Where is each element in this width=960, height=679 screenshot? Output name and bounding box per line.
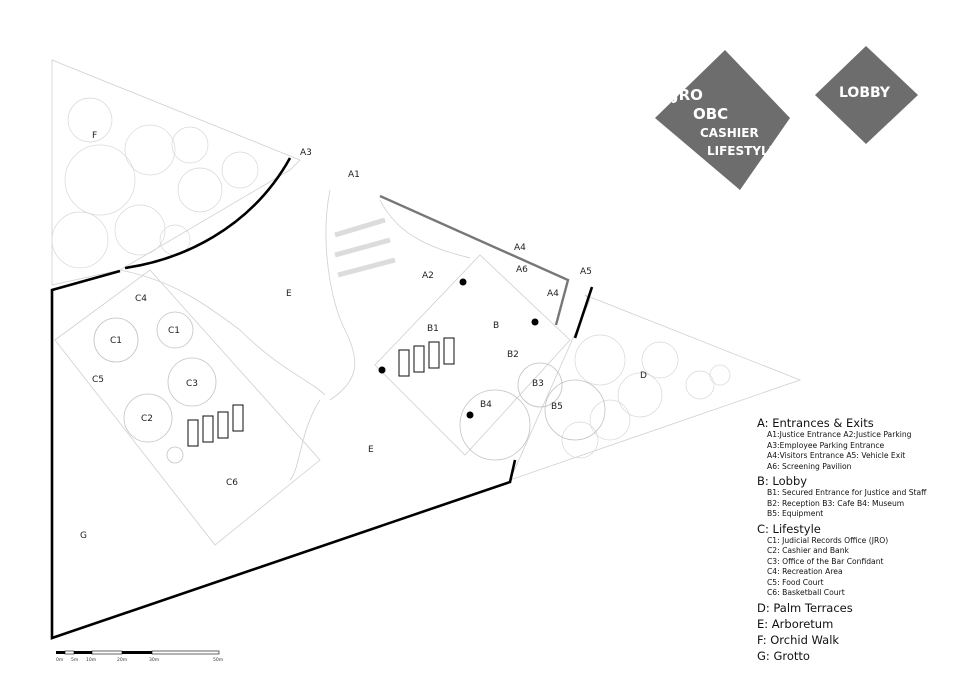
legend-item: C1: Judicial Records Office (JRO) <box>767 535 889 545</box>
legend-item: C4: Recreation Area <box>767 567 843 576</box>
legend-item: B2: Reception B3: Cafe B4: Museum <box>767 498 905 508</box>
legend-item: C3: Office of the Bar Confidant <box>767 556 884 566</box>
zone-label-c3: C3 <box>186 379 198 389</box>
zone-labels: A3 A1 A4 A6 A2 A5 A4 F E C4 C1 C1 C5 C3 … <box>80 131 647 541</box>
jro-obc-badge: JRO OBC CASHIER LIFESTYLE <box>655 50 790 190</box>
lobby-badge-label: LOBBY <box>839 85 891 101</box>
legend-item: A6: Screening Pavilion <box>767 461 852 471</box>
zone-label-c4: C4 <box>135 294 147 304</box>
lobby-rooms <box>459 362 606 461</box>
site-boundary-walls <box>50 157 594 640</box>
legend-heading-e: E: Arboretum <box>757 616 834 631</box>
legend-item: A3:Employee Parking Entrance <box>767 440 885 450</box>
badge-line-3: CASHIER <box>700 126 759 140</box>
legend-heading-d: D: Palm Terraces <box>757 600 853 615</box>
legend-heading-c: C: Lifestyle <box>757 521 821 536</box>
equipment-blocks <box>187 337 455 447</box>
palm-markers <box>378 278 539 419</box>
zone-label-b: B <box>493 321 499 331</box>
legend-item: A1:Justice Entrance A2:Justice Parking <box>767 430 912 439</box>
scale-label-5: 5m <box>71 657 78 663</box>
zone-label-b3: B3 <box>532 379 544 389</box>
badge-line-2: OBC <box>693 105 728 123</box>
orchid-walk-canopy <box>51 97 259 269</box>
scale-label-20: 20m <box>117 657 127 663</box>
legend-item: C5: Food Court <box>767 577 824 587</box>
zone-label-c2: C2 <box>141 414 153 424</box>
zone-label-g: G <box>80 531 87 541</box>
legend-item: C2: Cashier and Bank <box>767 546 849 555</box>
legend: A: Entrances & Exits A1:Justice Entrance… <box>757 414 957 663</box>
scale-label-0: 0m <box>56 657 63 663</box>
legend-heading-g: G: Grotto <box>757 648 810 663</box>
scale-label-10: 10m <box>86 657 96 663</box>
legend-item: C6: Basketball Court <box>767 588 845 597</box>
zone-label-c5: C5 <box>92 375 104 385</box>
legend-heading-a: A: Entrances & Exits <box>757 416 874 430</box>
palm-terrace-canopy <box>561 334 731 459</box>
zone-label-d: D <box>640 371 647 381</box>
legend-heading-f: F: Orchid Walk <box>757 632 840 647</box>
scale-label-30: 30m <box>149 657 159 663</box>
zone-label-b1: B1 <box>427 324 439 334</box>
zone-label-a4: A4 <box>514 243 526 253</box>
lobby-badge: LOBBY <box>815 46 918 144</box>
zone-label-b4: B4 <box>480 400 492 410</box>
zone-label-e2: E <box>368 445 374 455</box>
legend-item: B1: Secured Entrance for Justice and Sta… <box>767 488 927 497</box>
legend-item: B5: Equipment <box>767 509 824 518</box>
zone-label-f: F <box>92 131 97 141</box>
legend-item: A4:Visitors Entrance A5: Vehicle Exit <box>767 451 906 460</box>
zone-label-a5: A5 <box>580 267 592 277</box>
zone-label-a4-inner: A4 <box>547 289 559 299</box>
zone-label-e1: E <box>286 289 292 299</box>
zone-label-b5: B5 <box>551 402 563 412</box>
zone-label-a6: A6 <box>516 265 528 275</box>
badge-line-4: LIFESTYLE <box>707 144 777 158</box>
screening-pavilion-wall <box>379 194 570 326</box>
zone-label-a3: A3 <box>300 148 312 158</box>
entrance-plaza-stripes <box>334 217 396 278</box>
zone-label-a2: A2 <box>422 271 434 281</box>
badge-line-1: JRO <box>672 86 703 104</box>
zone-label-c1b: C1 <box>168 326 180 336</box>
legend-heading-b: B: Lobby <box>757 474 808 488</box>
lifestyle-rooms <box>93 311 217 464</box>
scale-bar: 0m 5m 10m 20m 30m 50m <box>56 650 223 663</box>
zone-label-c1a: C1 <box>110 336 122 346</box>
zone-label-c6: C6 <box>226 478 238 488</box>
scale-label-50: 50m <box>213 657 223 663</box>
zone-label-b2: B2 <box>507 350 519 360</box>
zone-label-a1: A1 <box>348 170 360 180</box>
